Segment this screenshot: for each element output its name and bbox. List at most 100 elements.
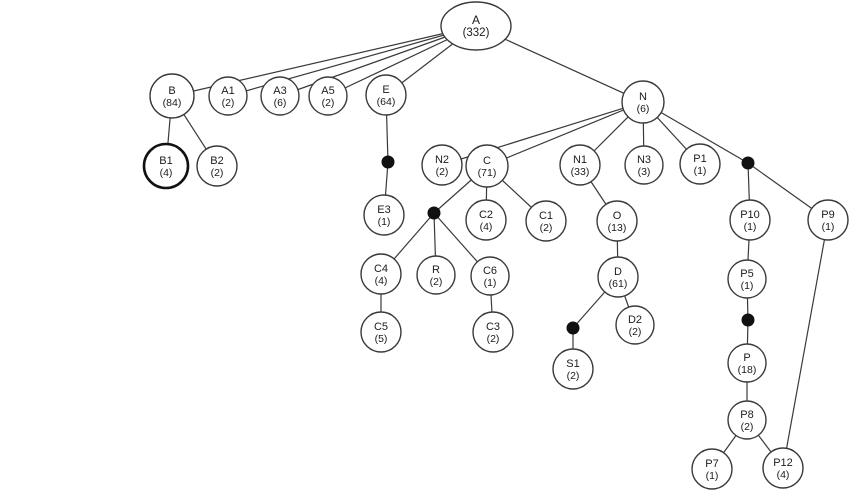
node-label-B: B [168, 85, 175, 97]
tree-node-C: C(71) [465, 144, 509, 188]
node-circle-P5 [727, 259, 767, 299]
tree-node-P9: P9(1) [807, 199, 849, 241]
node-count-N: (6) [637, 103, 650, 115]
node-count-A3: (6) [274, 97, 287, 109]
tree-node-E3: E3(1) [363, 194, 405, 236]
node-count-B2: (2) [211, 167, 224, 179]
node-circle-D [597, 256, 639, 298]
node-label-C6: C6 [483, 265, 497, 277]
node-circle-P9 [807, 199, 849, 241]
tree-node-N1: N1(33) [559, 144, 601, 186]
node-circle-N [621, 80, 665, 124]
node-count-P7: (1) [706, 470, 719, 482]
edge-P9-P12 [782, 219, 829, 469]
node-count-D2: (2) [629, 326, 642, 338]
tree-node-E: E(64) [365, 74, 407, 116]
collapsed-dot-icon [381, 155, 395, 169]
node-count-C5: (5) [375, 333, 388, 345]
node-count-A: (332) [463, 27, 490, 39]
tree-node-C2: C2(4) [465, 199, 507, 241]
node-label-A1: A1 [221, 85, 234, 97]
collapsed-node-dot-dotD [566, 321, 580, 335]
node-circle-B [149, 73, 195, 119]
node-label-N1: N1 [573, 154, 587, 166]
tree-node-A3: A3(6) [260, 76, 300, 116]
node-count-A1: (2) [222, 97, 235, 109]
tree-node-P12: P12(4) [762, 447, 804, 489]
node-circle-C5 [360, 311, 402, 353]
node-count-C3: (2) [487, 333, 500, 345]
node-label-N3: N3 [637, 154, 651, 166]
node-circle-C6 [470, 256, 510, 296]
node-circle-P1 [679, 143, 721, 185]
node-count-C: (71) [478, 167, 497, 179]
node-label-C4: C4 [374, 263, 388, 275]
tree-node-N: N(6) [621, 80, 665, 124]
node-layer: A(332)B(84)A1(2)A3(6)A5(2)E(64)N(6)B1(4)… [142, 1, 849, 490]
node-label-N2: N2 [435, 154, 449, 166]
collapsed-node-dot-dotP [741, 313, 755, 327]
collapsed-node-dot-dotC [427, 206, 441, 220]
node-circle-N1 [559, 144, 601, 186]
node-label-P7: P7 [705, 458, 718, 470]
node-count-N2: (2) [436, 166, 449, 178]
tree-node-A: A(332) [440, 1, 512, 51]
node-label-P: P [743, 352, 750, 364]
node-circle-P [727, 343, 767, 383]
tree-node-P1: P1(1) [679, 143, 721, 185]
collapsed-node-dot-dotN [741, 156, 755, 170]
tree-node-N2: N2(2) [421, 144, 463, 186]
edge-N-C [486, 101, 644, 167]
node-label-P5: P5 [740, 268, 753, 280]
node-count-E3: (1) [378, 216, 391, 228]
collapsed-dot-icon [566, 321, 580, 335]
tree-node-D2: D2(2) [615, 305, 655, 345]
node-circle-C2 [465, 199, 507, 241]
tree-node-C4: C4(4) [360, 253, 402, 295]
node-label-D2: D2 [628, 314, 642, 326]
node-label-E3: E3 [377, 204, 390, 216]
node-label-P8: P8 [740, 409, 753, 421]
tree-node-B: B(84) [149, 73, 195, 119]
node-circle-A1 [208, 76, 248, 116]
node-count-P: (18) [738, 364, 757, 376]
tree-node-P: P(18) [727, 343, 767, 383]
tree-node-C6: C6(1) [470, 256, 510, 296]
node-circle-E [365, 74, 407, 116]
node-label-D: D [614, 266, 622, 278]
node-circle-N3 [624, 145, 664, 185]
node-count-C6: (1) [484, 277, 497, 289]
tree-node-P5: P5(1) [727, 259, 767, 299]
node-count-C4: (4) [375, 275, 388, 287]
node-circle-O [596, 200, 638, 242]
tree-node-S1: S1(2) [552, 348, 594, 390]
node-count-P1: (1) [694, 165, 707, 177]
node-circle-C3 [472, 311, 514, 353]
node-circle-B1 [142, 142, 190, 190]
tree-node-B1: B1(4) [142, 142, 190, 190]
node-circle-A [440, 1, 512, 51]
node-circle-S1 [552, 348, 594, 390]
tree-node-D: D(61) [597, 256, 639, 298]
node-count-B: (84) [163, 97, 182, 109]
node-circle-C4 [360, 253, 402, 295]
tree-node-P7: P7(1) [691, 448, 733, 490]
tree-node-N3: N3(3) [624, 145, 664, 185]
node-count-E: (64) [377, 96, 396, 108]
node-label-C1: C1 [539, 210, 553, 222]
collapsed-dot-icon [741, 156, 755, 170]
node-count-A5: (2) [322, 97, 335, 109]
node-count-N1: (33) [571, 166, 590, 178]
tree-node-C3: C3(2) [472, 311, 514, 353]
node-circle-C1 [525, 200, 567, 242]
node-label-P10: P10 [740, 209, 760, 221]
node-circle-D2 [615, 305, 655, 345]
tree-node-B2: B2(2) [196, 145, 238, 187]
node-label-C3: C3 [486, 321, 500, 333]
node-count-P10: (1) [744, 221, 757, 233]
node-count-P5: (1) [741, 280, 754, 292]
node-label-O: O [613, 210, 622, 222]
tree-node-C1: C1(2) [525, 200, 567, 242]
node-label-C5: C5 [374, 321, 388, 333]
